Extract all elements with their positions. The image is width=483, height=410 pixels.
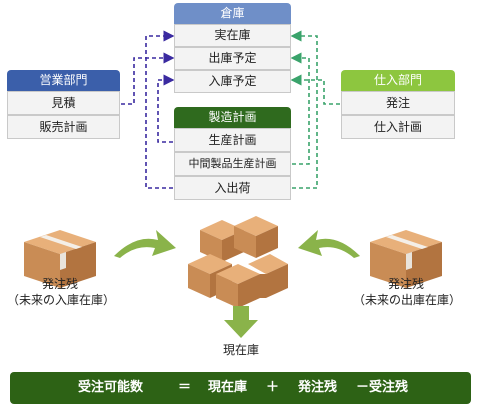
left-box-label-1: 発注残 <box>41 277 78 291</box>
manufacturing-item-production-plan: 生産計画 <box>174 128 291 152</box>
manufacturing-connector-3 <box>290 52 310 165</box>
right-box-label-1: 発注残 <box>387 277 424 291</box>
warehouse-item-actual-stock: 実在庫 <box>174 24 291 47</box>
formula-term-current-stock: 現在庫 <box>208 380 248 395</box>
sales-connector <box>121 52 175 105</box>
manufacturing-header: 製造計画 <box>174 107 291 128</box>
manufacturing-item-intermediate-plan: 中間製品生産計画 <box>174 152 291 176</box>
manufacturing-connector-2 <box>145 30 175 189</box>
purchasing-item-order: 発注 <box>341 91 455 115</box>
formula-plus: ＋ <box>266 380 280 395</box>
down-arrow-icon <box>224 306 258 338</box>
purchasing-header: 仕入部門 <box>341 70 455 91</box>
purchasing-item-plan: 仕入計画 <box>341 115 455 139</box>
right-box-label-2: （未来の出庫在庫） <box>352 293 461 307</box>
stacked-boxes-icon <box>188 216 288 308</box>
formula-term-order-remaining: 発注残 <box>298 380 338 395</box>
curved-arrow-right-icon <box>114 230 176 258</box>
formula-minus-term: －受注残 <box>356 380 409 395</box>
formula-lhs: 受注可能数 <box>78 380 144 395</box>
curved-arrow-left-icon <box>298 230 360 258</box>
purchasing-connector <box>290 74 340 105</box>
sales-item-sales-plan: 販売計画 <box>7 115 120 139</box>
manufacturing-item-shipping: 入出荷 <box>174 176 291 200</box>
manufacturing-connector-1 <box>157 74 175 143</box>
cardboard-box-icon <box>370 230 442 288</box>
left-box-label-2: （未来の入庫在庫） <box>6 293 115 307</box>
current-stock-label: 現在庫 <box>222 343 259 357</box>
sales-item-estimate: 見積 <box>7 91 120 115</box>
warehouse-header: 倉庫 <box>174 3 291 24</box>
manufacturing-connector-4 <box>290 30 318 189</box>
sales-header: 営業部門 <box>7 70 120 91</box>
formula-equals: ＝ <box>178 380 192 395</box>
formula-bar: 受注可能数 ＝ 現在庫 ＋ 発注残 －受注残 <box>10 372 471 404</box>
warehouse-item-incoming-plan: 入庫予定 <box>174 70 291 93</box>
warehouse-item-outgoing-plan: 出庫予定 <box>174 47 291 70</box>
cardboard-box-icon <box>24 230 96 288</box>
